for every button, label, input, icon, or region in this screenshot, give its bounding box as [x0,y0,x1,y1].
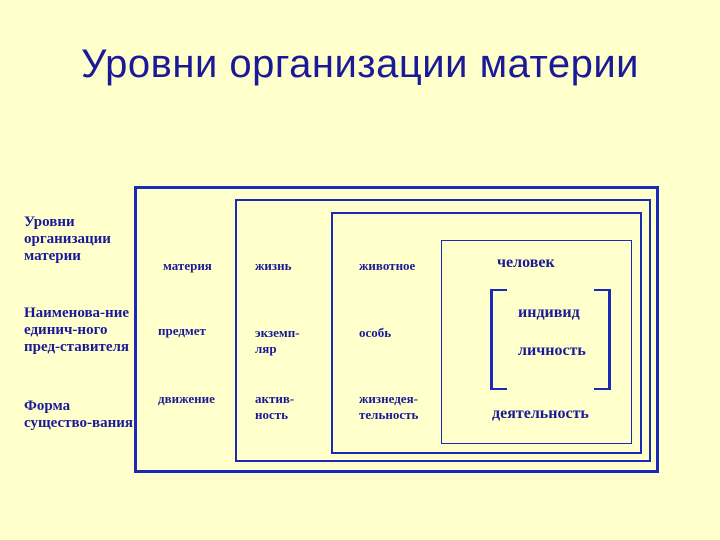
box-life [235,199,651,462]
cell-unit-individual: индивид [518,304,580,321]
page-title: Уровни организации материи [81,42,639,86]
cell-form-life: актив-ность [255,391,295,422]
cell-unit-animal: особь [359,325,392,340]
right-bracket [594,289,611,390]
cell-level-animal: животное [359,258,416,273]
cell-level-human: человек [497,254,555,271]
row-label-unit: Наименова-ние единич-ного пред-ставителя [24,305,130,355]
cell-unit-personality: личность [518,342,586,359]
cell-unit-matter: предмет [158,323,206,338]
row-label-levels: Уровни организации материи [24,214,111,264]
cell-form-matter: движение [158,391,215,406]
box-animal [331,212,642,454]
outer-box-matter [134,186,659,473]
cell-form-animal: жизнедея-тельность [359,391,419,422]
cell-unit-life: экземп-ляр [255,325,300,356]
box-human [441,240,632,444]
cell-level-matter: материя [163,258,212,273]
cell-level-life: жизнь [255,258,292,273]
left-bracket [490,289,507,390]
row-label-form: Форма существо-вания [24,398,133,431]
cell-form-human: деятельность [492,405,589,422]
